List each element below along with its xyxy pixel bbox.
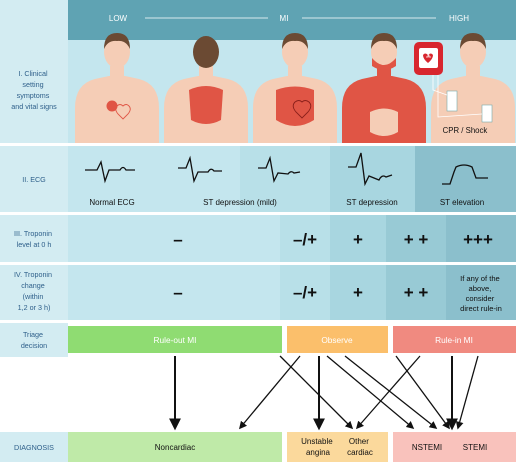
row-clinical: LOW MI HIGH I. Clinical setting symptoms… [0, 0, 516, 143]
troponin-level-value: + + [404, 230, 429, 249]
row-label-troponin-level: III. Troponin level at 0 h [14, 229, 54, 249]
person-radiating-pain-icon [342, 33, 426, 143]
ecg-strip-icon [178, 155, 222, 184]
row-label-ecg: II. ECG [22, 175, 46, 184]
ecg-cell-normal [68, 146, 240, 212]
troponin-cell-borderline [280, 215, 330, 262]
arrow [239, 355, 301, 430]
change-cell-borderline [280, 265, 330, 320]
label-cell-triage [0, 323, 68, 357]
arrow [326, 355, 415, 430]
change-cell-plus2 [386, 265, 446, 320]
ecg-strip-icon [85, 160, 135, 184]
person-back-icon [164, 36, 248, 143]
troponin-change-value: – [173, 283, 182, 302]
label-cell-troponin-level [0, 215, 68, 262]
diagnosis-noncardiac-box [68, 432, 282, 462]
row-ecg: II. ECG Normal ECG ST depression (mild) … [0, 146, 516, 212]
heart-icon [115, 104, 131, 120]
triage-rule-out-box [68, 326, 282, 353]
scale-high-label: HIGH [449, 14, 469, 23]
row-diagnosis: DIAGNOSIS Noncardiac Unstable angina Oth… [0, 432, 516, 462]
ecg-st-depression-label: ST depression [346, 198, 397, 207]
heart-icon [292, 100, 312, 119]
change-cell-plus [330, 265, 386, 320]
triage-rule-out-label: Rule-out MI [154, 335, 197, 345]
ecg-strip-icon [348, 152, 393, 187]
troponin-cell-negative [68, 215, 280, 262]
label-cell-diagnosis [0, 432, 68, 462]
row-label-triage: Triage decision [21, 330, 47, 350]
troponin-cell-plus [330, 215, 386, 262]
ecg-st-mild-label: ST depression (mild) [203, 198, 277, 207]
diagnosis-other-cardiac-label: Other cardiac [347, 437, 373, 457]
ecg-cell-elevation [415, 146, 516, 212]
troponin-level-value: + [353, 230, 363, 249]
ecg-strip-icon [442, 164, 488, 185]
diagnosis-stemi-label: STEMI [463, 443, 487, 452]
scale-mi-label: MI [280, 14, 289, 23]
row-troponin-level: III. Troponin level at 0 h – –/+ + + + +… [0, 215, 516, 262]
label-cell-ecg [0, 146, 68, 212]
row-label-clinical: I. Clinical setting symptoms and vital s… [11, 69, 57, 111]
cpr-shock-label: CPR / Shock [443, 126, 488, 135]
arrow [455, 355, 479, 430]
ecg-strip-icon [258, 155, 301, 184]
triage-rule-in-label: Rule-in MI [435, 335, 473, 345]
ecg-cell-mild [240, 146, 330, 212]
scale-low-label: LOW [109, 14, 128, 23]
arrow [395, 355, 450, 430]
label-cell-clinical [0, 0, 68, 143]
person-chest-pain-icon [253, 33, 337, 143]
triage-observe-box [287, 326, 388, 353]
direct-rule-in-note: If any of the above, consider direct rul… [460, 274, 502, 313]
triage-observe-label: Observe [321, 335, 353, 345]
diagnosis-noncardiac-label: Noncardiac [155, 443, 195, 452]
arrow [344, 355, 438, 429]
flow-arrows [169, 355, 479, 431]
ecg-normal-label: Normal ECG [89, 198, 134, 207]
diagnosis-nstemi-label: NSTEMI [412, 443, 442, 452]
troponin-change-value: + + [404, 283, 429, 302]
troponin-change-value: –/+ [293, 283, 317, 302]
row-troponin-change: IV. Troponin change (within 1,2 or 3 h) … [0, 265, 516, 320]
change-cell-negative [68, 265, 280, 320]
diagnosis-observe-box [287, 432, 388, 462]
triage-rule-in-box [393, 326, 516, 353]
person-cpr-icon [431, 33, 515, 143]
troponin-level-value: +++ [463, 230, 493, 249]
ecg-st-elevation-label: ST elevation [440, 198, 484, 207]
troponin-change-value: + [353, 283, 363, 302]
troponin-cell-plus3 [446, 215, 516, 262]
troponin-cell-plus2 [386, 215, 446, 262]
diagnosis-mi-box [393, 432, 516, 462]
change-cell-note [446, 265, 516, 320]
defibrillator-icon [414, 42, 443, 75]
diagnosis-unstable-angina-label: Unstable angina [301, 437, 335, 457]
ecg-cell-depression [330, 146, 415, 212]
arrow [355, 355, 421, 430]
arrow [279, 355, 354, 430]
label-cell-troponin-change [0, 265, 68, 320]
row-label-troponin-change: IV. Troponin change (within 1,2 or 3 h) [14, 270, 54, 312]
person-chest-icon [75, 33, 159, 143]
troponin-level-value: –/+ [293, 230, 317, 249]
row-label-diagnosis: DIAGNOSIS [14, 443, 54, 452]
row-triage: Triage decision Rule-out MI Observe Rule… [0, 323, 516, 357]
troponin-level-value: – [173, 230, 182, 249]
